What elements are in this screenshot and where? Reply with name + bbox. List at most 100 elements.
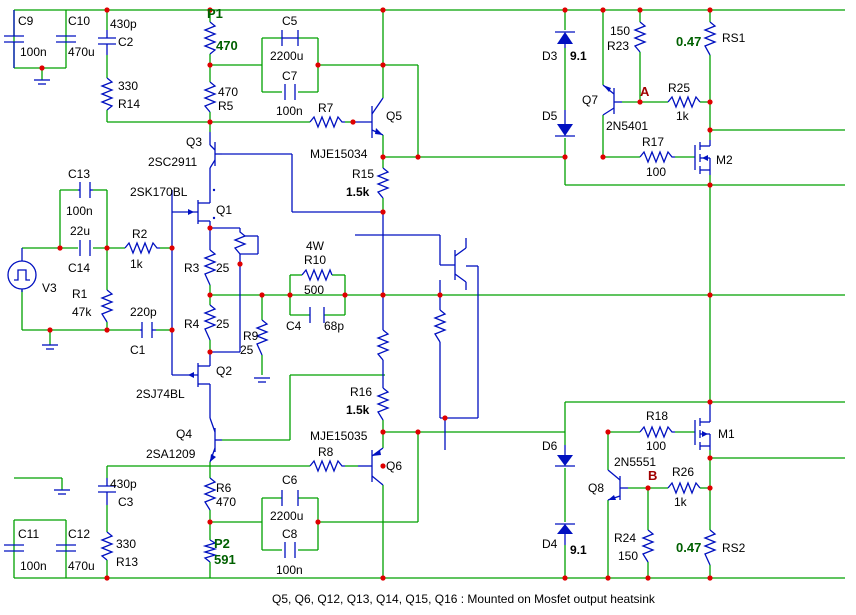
junction-dot (350, 119, 356, 125)
resistor-rs1 (703, 21, 717, 56)
transistor-q3 (209, 132, 383, 213)
junction-dot (442, 415, 448, 421)
value-c8: 100n (276, 563, 303, 577)
junction-dot (169, 327, 175, 333)
voltage-source-v3 (7, 248, 37, 292)
label-r13: R13 (116, 555, 138, 569)
value-c2: 430p (110, 17, 137, 31)
junction-dot (380, 154, 386, 160)
value-c14: 22u (70, 224, 90, 238)
value-q5: MJE15034 (310, 147, 368, 161)
value-r4: 25 (216, 317, 230, 331)
value-c7: 100n (276, 104, 303, 118)
value-r3: 25 (216, 261, 230, 275)
value-q6: MJE15035 (310, 429, 368, 443)
label-r1: R1 (72, 287, 88, 301)
capacitor-c2 (98, 30, 116, 55)
label-c9: C9 (18, 14, 34, 28)
junction-dot (707, 455, 713, 461)
junction-dot (707, 292, 713, 298)
resistor-r23 (633, 21, 647, 53)
components (4, 10, 717, 566)
junction-dot (315, 519, 321, 525)
label-q3: Q3 (186, 135, 202, 149)
label-r26: R26 (672, 465, 694, 479)
junction-dot (605, 575, 611, 581)
junction-dot (342, 292, 348, 298)
label-c7: C7 (282, 69, 298, 83)
value-r6: 470 (216, 495, 236, 509)
resistor-rs2 (703, 529, 717, 566)
junction-dot (600, 7, 606, 13)
junction-dot (169, 245, 175, 251)
resistor-r5 (203, 81, 217, 113)
value-q4: 2SA1209 (146, 447, 196, 461)
junction-dot (562, 154, 568, 160)
junction-dot (380, 429, 386, 435)
value-q3: 2SC2911 (148, 155, 197, 169)
junction-dot (207, 7, 213, 13)
resistor-r8 (309, 459, 345, 473)
junction-dot (707, 399, 713, 405)
label-q5: Q5 (386, 109, 402, 123)
trimmer-bias (210, 227, 259, 353)
value-c3: 430p (110, 477, 137, 491)
ground-symbol-r9 (254, 377, 270, 383)
junction-dot (707, 182, 713, 188)
junction-dot (605, 429, 611, 435)
transistor-q8 (607, 469, 628, 501)
label-c4: C4 (286, 319, 302, 333)
diode-d6 (555, 445, 575, 467)
label-q6: Q6 (386, 459, 402, 473)
ground-symbol-input (42, 344, 58, 350)
label-r6: R6 (216, 481, 232, 495)
transistor-q6 (358, 447, 384, 486)
junction-dot (104, 327, 110, 333)
value-q8: 2N5551 (614, 455, 656, 469)
resistor-r1 (100, 289, 114, 323)
labels: C9 100n C10 470u 430p C2 330 R14 P1 470 … (18, 6, 746, 606)
label-rs1: RS1 (722, 31, 746, 45)
label-d4: D4 (542, 537, 558, 551)
value-r23: 150 (610, 24, 630, 38)
label-r10: R10 (304, 253, 326, 267)
junction-dot (207, 225, 213, 231)
capacitor-c10 (56, 35, 76, 43)
label-r5: R5 (218, 99, 234, 113)
value-r17: 100 (646, 165, 666, 179)
label-d5: D5 (542, 109, 558, 123)
value-p1: 470 (216, 38, 238, 53)
resistor-r16 (376, 387, 390, 421)
resistor-r9 (255, 319, 269, 356)
junction-dot (104, 245, 110, 251)
resistor-bias (433, 309, 447, 343)
label-c12: C12 (68, 527, 90, 541)
label-c1: C1 (130, 343, 146, 357)
mosfet-m2 (694, 140, 711, 175)
junction-dot (380, 209, 386, 215)
resistor-r24 (641, 529, 655, 563)
value-r26: 1k (674, 495, 688, 509)
label-c6: C6 (282, 473, 298, 487)
label-c2: C2 (118, 35, 134, 49)
junction-dot (315, 62, 321, 68)
label-r17: R17 (642, 135, 664, 149)
value-r16: 1.5k (346, 403, 370, 417)
transistor-q7 (602, 84, 622, 116)
junction-dot (645, 485, 651, 491)
value-d3: 9.1 (570, 49, 587, 63)
junction-dot (207, 519, 213, 525)
resistor-r13 (100, 531, 114, 561)
label-d3: D3 (542, 49, 558, 63)
label-q7: Q7 (582, 93, 598, 107)
junction-dot (707, 99, 713, 105)
value-c13: 100n (66, 204, 93, 218)
resistor-r7 (309, 115, 345, 129)
value-rs1: 0.47 (676, 34, 701, 49)
label-r24: R24 (614, 531, 636, 545)
label-r8: R8 (318, 445, 334, 459)
junction-dot (57, 245, 63, 251)
capacitor-c3 (98, 478, 116, 505)
value-r24: 150 (618, 549, 638, 563)
label-c13: C13 (68, 167, 90, 181)
